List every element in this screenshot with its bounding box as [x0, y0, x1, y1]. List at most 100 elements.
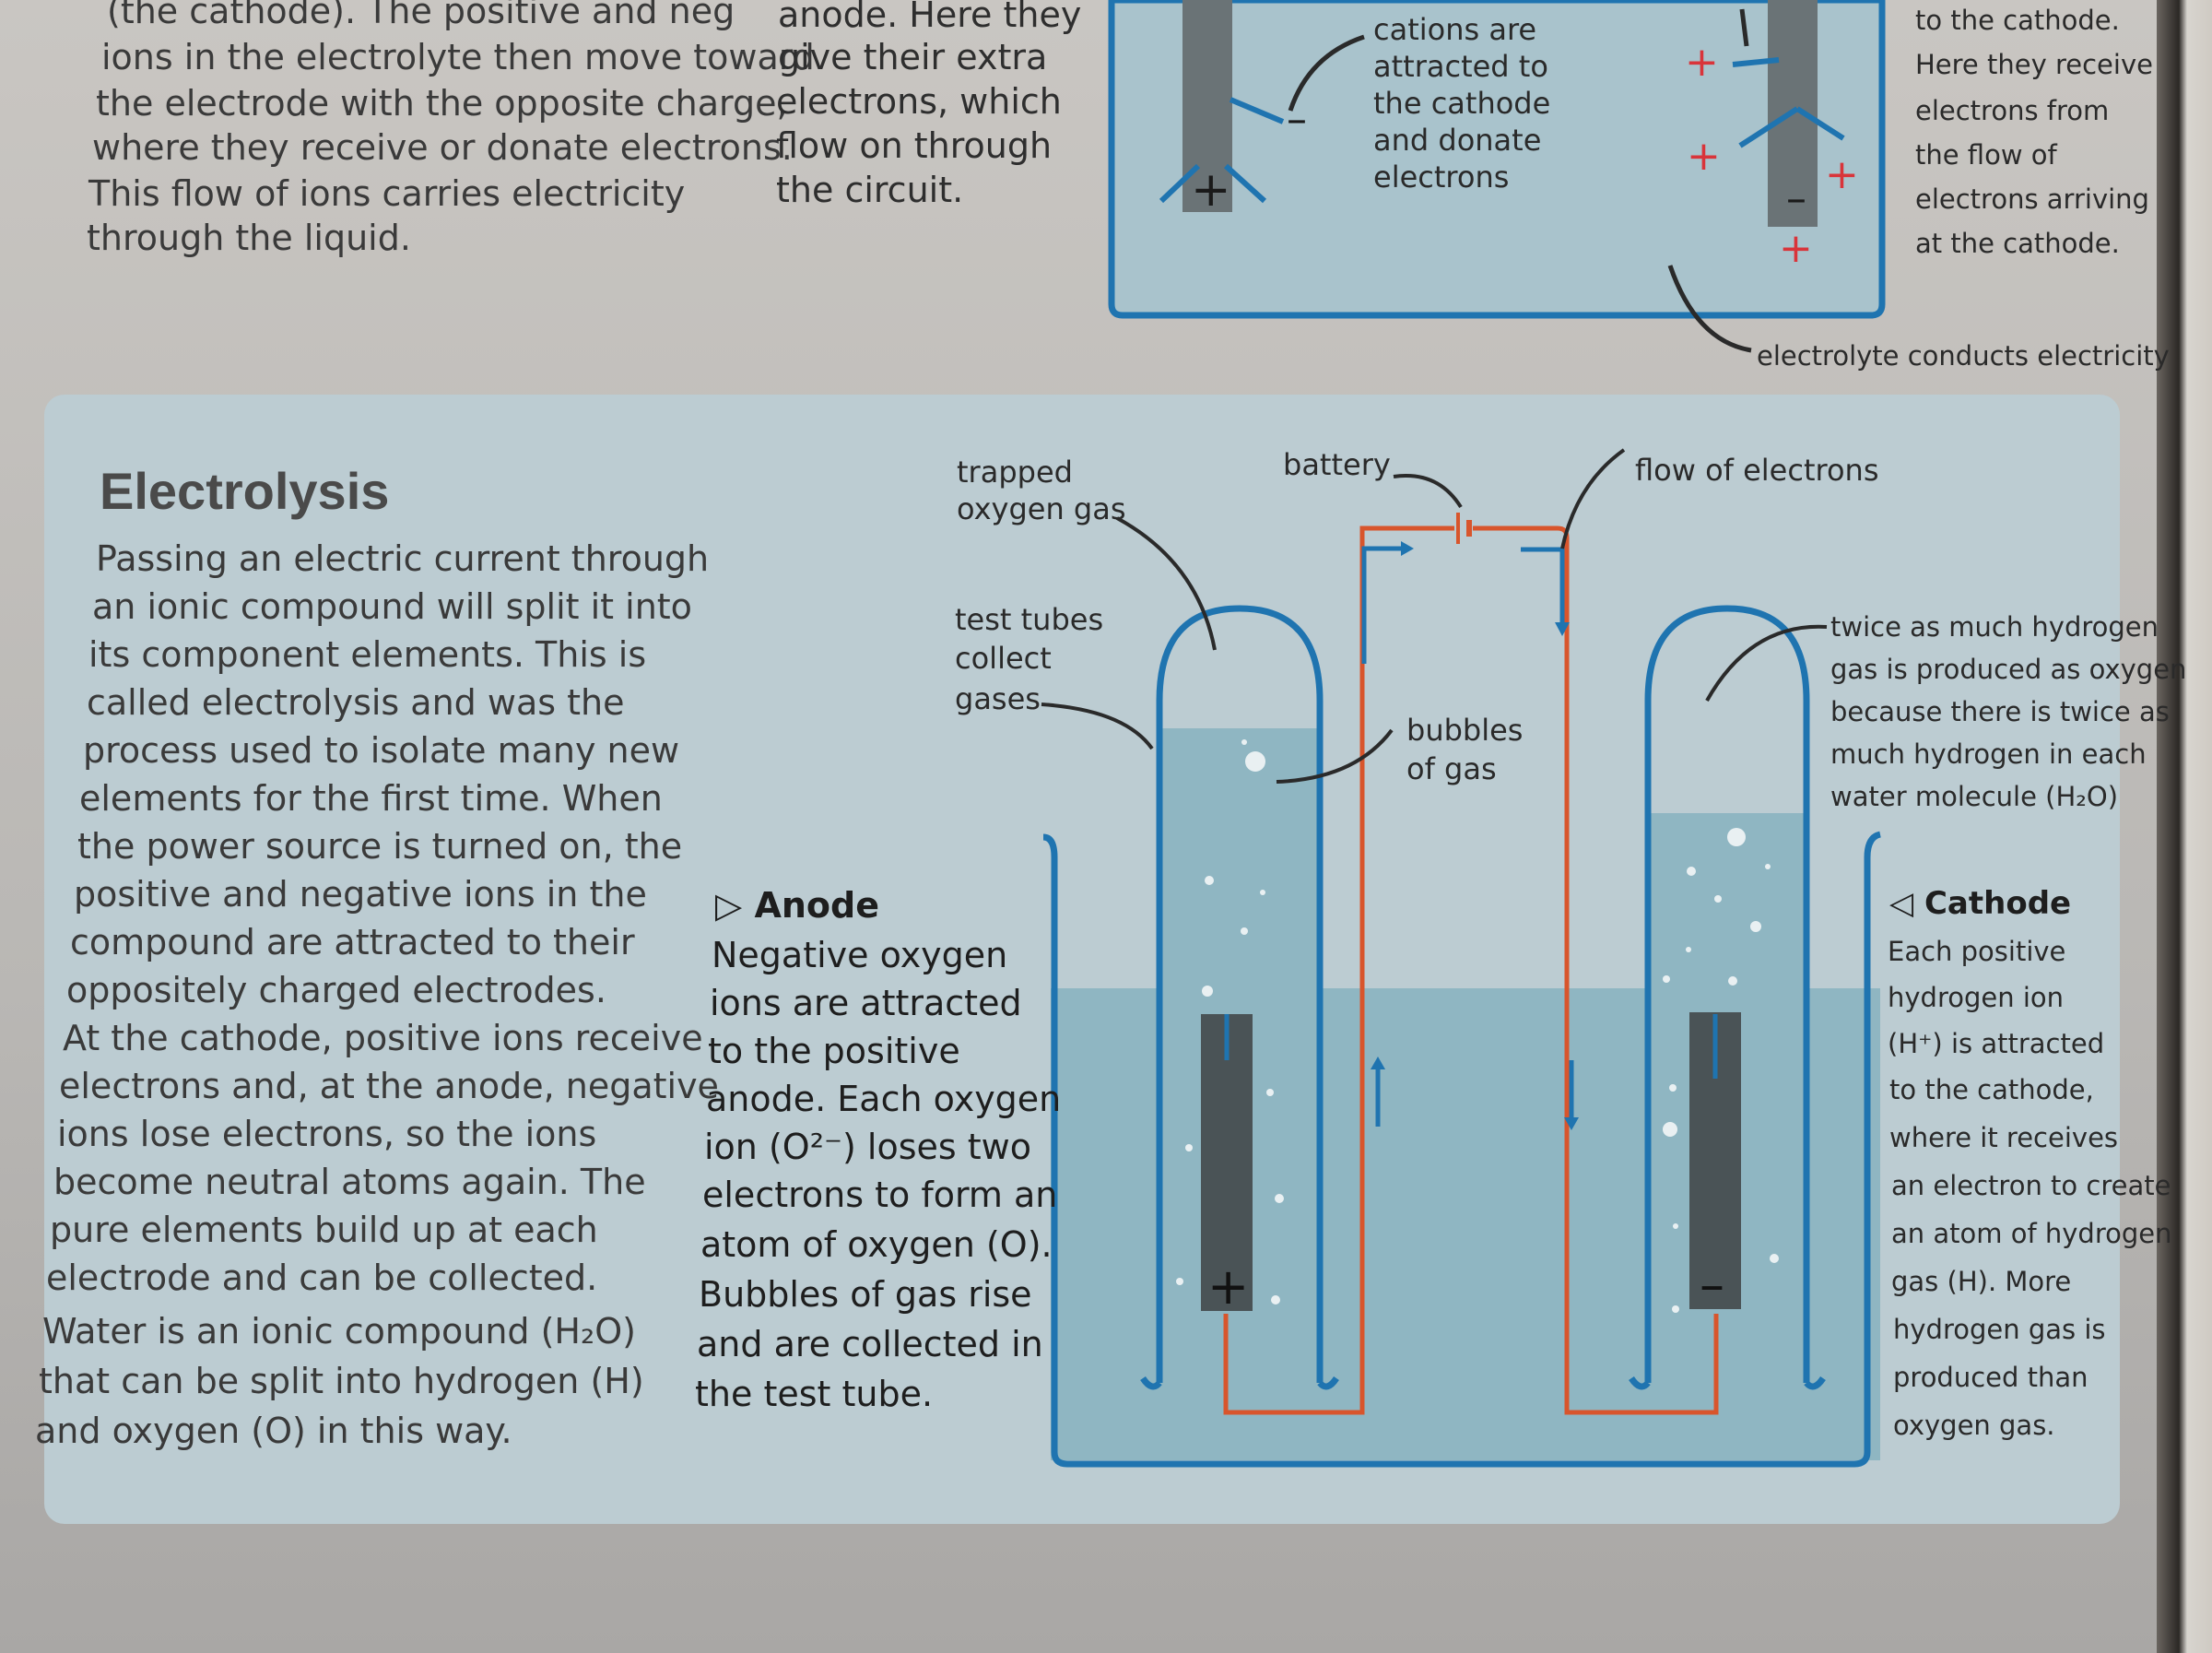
- minus-sign: –: [1287, 96, 1307, 143]
- text-line: an ionic compound will split it into: [92, 586, 692, 627]
- electron-flow-arrows: [1224, 546, 1718, 1127]
- label-line: to the cathode.: [1915, 5, 2120, 36]
- text-line: the test tube.: [695, 1374, 934, 1414]
- plus-sign: +: [1825, 151, 1859, 198]
- label-line: Here they receive: [1915, 49, 2153, 80]
- text-line: an atom of hydrogen: [1891, 1218, 2172, 1249]
- electrolyte-pointer: [1667, 265, 1752, 353]
- label-line: much hydrogen in each: [1830, 738, 2147, 770]
- text-line: oppositely charged electrodes.: [66, 970, 606, 1010]
- text-line: Water is an ionic compound (H₂O): [42, 1311, 636, 1352]
- text-line: ions are attracted: [710, 983, 1022, 1023]
- label-line: trapped: [957, 455, 1073, 490]
- text-line: and are collected in: [697, 1324, 1043, 1364]
- cathode-minus-sign: –: [1700, 1256, 1724, 1314]
- text-line: where it receives: [1889, 1122, 2119, 1153]
- electrolysis-apparatus: [1041, 448, 1882, 1468]
- plus-sign: +: [1685, 39, 1719, 86]
- cathode-title: ◁ Cathode: [1889, 885, 2072, 922]
- label-line: water molecule (H₂O): [1830, 781, 2119, 812]
- arrowheads: [1371, 541, 1579, 1130]
- label-line: at the cathode.: [1915, 228, 2120, 259]
- text-line: positive and negative ions in the: [74, 874, 647, 915]
- text-line: hydrogen ion: [1888, 982, 2065, 1013]
- text-line: the power source is turned on, the: [77, 826, 683, 867]
- top-ion-diagram: [1108, 0, 1886, 353]
- label-line: the cathode: [1373, 86, 1551, 121]
- label-line: and donate: [1373, 123, 1542, 158]
- text-line: electrons to form an: [702, 1175, 1058, 1215]
- text-line: electrode and can be collected.: [46, 1257, 598, 1298]
- anode-title: ▷ Anode: [715, 885, 879, 926]
- text-line: Bubbles of gas rise: [699, 1274, 1032, 1315]
- label-line: electrons arriving: [1915, 183, 2149, 215]
- text-line: ions lose electrons, so the ions: [57, 1114, 597, 1154]
- text-line: oxygen gas.: [1893, 1410, 2055, 1441]
- label-line: gases: [955, 681, 1041, 716]
- text-line: an electron to create: [1891, 1170, 2171, 1201]
- anode-electrode: [1201, 1014, 1253, 1311]
- text-line: called electrolysis and was the: [87, 682, 625, 723]
- text-line: anode. Each oxygen: [706, 1079, 1062, 1119]
- text-line: pure elements build up at each: [50, 1210, 598, 1250]
- label-pointers: [1041, 448, 1828, 784]
- battery-symbol: [1456, 513, 1472, 544]
- label-line: electrons from: [1915, 95, 2110, 126]
- text-line: to the cathode,: [1889, 1074, 2094, 1105]
- text-line: its component elements. This is: [88, 634, 647, 675]
- text-line: (the cathode). The positive and neg: [107, 0, 735, 31]
- text-line: gas (H). More: [1891, 1266, 2072, 1297]
- text-line: Passing an electric current through: [96, 538, 710, 579]
- gas-bubbles: [1176, 739, 1779, 1313]
- electrolyte-label: electrolyte conducts electricity: [1757, 340, 2170, 372]
- text-line: This flow of ions carries electricity: [88, 173, 686, 214]
- plus-sign: +: [1687, 133, 1721, 180]
- battery-label: battery: [1283, 447, 1391, 482]
- text-line: the electrode with the opposite charge,: [96, 83, 788, 124]
- text-line: Each positive: [1888, 936, 2066, 967]
- text-line: electrons and, at the anode, negative: [59, 1066, 719, 1106]
- text-line: to the positive: [708, 1031, 960, 1071]
- section-title: Electrolysis: [100, 462, 390, 520]
- facing-page-edge: [2157, 0, 2212, 1653]
- plus-sign: +: [1191, 162, 1231, 218]
- text-line: ion (O²⁻) loses two: [704, 1127, 1031, 1167]
- text-line: Negative oxygen: [712, 935, 1008, 975]
- text-line: ions in the electrolyte then move toward: [101, 37, 815, 77]
- text-line: give their extra: [778, 37, 1048, 77]
- text-line: produced than: [1893, 1362, 2088, 1393]
- hydrogen-test-tube: [1644, 605, 1810, 1383]
- top-ion-arrows: [1159, 57, 1845, 204]
- text-line: atom of oxygen (O).: [700, 1224, 1053, 1265]
- cations-pointer: [1288, 34, 1365, 112]
- text-line: electrons, which: [776, 81, 1062, 122]
- text-line: anode. Here they: [778, 0, 1082, 35]
- label-line: gas is produced as oxygen: [1830, 654, 2187, 685]
- text-line: flow on through: [776, 125, 1053, 166]
- text-line: the circuit.: [776, 170, 964, 210]
- text-line: hydrogen gas is: [1893, 1314, 2106, 1345]
- flow-of-electrons-label: flow of electrons: [1635, 453, 1879, 488]
- label-line: oxygen gas: [957, 491, 1126, 526]
- plus-sign: +: [1779, 225, 1813, 272]
- text-line: and oxygen (O) in this way.: [35, 1411, 512, 1451]
- text-line: that can be split into hydrogen (H): [39, 1361, 644, 1401]
- label-line: because there is twice as: [1830, 696, 2170, 727]
- beaker: [1042, 831, 1882, 1468]
- label-line: the flow of: [1915, 139, 2057, 171]
- minus-sign: –: [1786, 175, 1806, 222]
- label-line: electrons: [1373, 159, 1510, 195]
- label-line: twice as much hydrogen: [1830, 611, 2159, 643]
- text-line: At the cathode, positive ions receive: [63, 1018, 703, 1058]
- label-line: attracted to: [1373, 49, 1548, 84]
- text-line: through the liquid.: [87, 218, 411, 258]
- label-line: of gas: [1406, 751, 1497, 786]
- label-line: bubbles: [1406, 713, 1524, 748]
- oxygen-test-tube: [1156, 605, 1324, 1383]
- text-line: become neutral atoms again. The: [53, 1162, 646, 1202]
- anode-plus-sign: +: [1207, 1257, 1250, 1316]
- text-line: compound are attracted to their: [70, 922, 635, 962]
- label-line: collect: [955, 641, 1052, 676]
- text-line: elements for the first time. When: [79, 778, 663, 819]
